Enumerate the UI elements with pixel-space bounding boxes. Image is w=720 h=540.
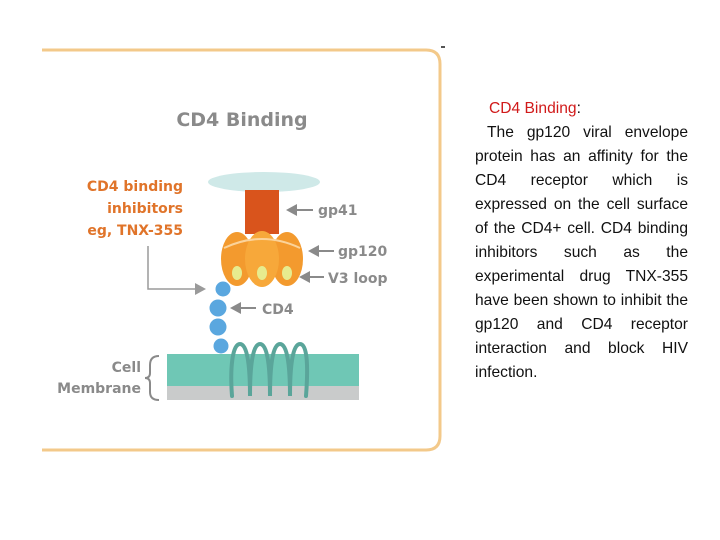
gp120-arrowhead bbox=[308, 245, 319, 257]
cd4-bead-3 bbox=[209, 318, 227, 336]
frame-corner-mark bbox=[441, 46, 445, 48]
cd4-arrowhead bbox=[230, 302, 241, 314]
heading-title: CD4 Binding bbox=[489, 100, 577, 117]
viral-envelope-disc bbox=[208, 172, 320, 192]
inhibitor-arrowhead bbox=[195, 283, 206, 295]
cd4-label: CD4 bbox=[262, 302, 294, 318]
gp41-label: gp41 bbox=[318, 203, 358, 219]
gp120-label: gp120 bbox=[338, 244, 388, 260]
gp120-lobe-2 bbox=[245, 231, 279, 287]
inhibitor-label-line-3: eg, TNX-355 bbox=[87, 223, 183, 239]
v3-loop-3 bbox=[282, 266, 292, 280]
v3-loop-label: V3 loop bbox=[328, 271, 388, 287]
description-panel: CD4 Binding: The gp120 viral envelope pr… bbox=[475, 97, 688, 385]
membrane-label: Membrane bbox=[57, 381, 141, 397]
cell-membrane-top bbox=[167, 354, 359, 386]
diagram-frame bbox=[42, 48, 442, 452]
v3-loop-2 bbox=[257, 266, 267, 280]
inhibitor-label-line-1: CD4 binding bbox=[87, 179, 183, 195]
heading-colon: : bbox=[576, 100, 581, 117]
gp41-protein bbox=[245, 190, 279, 234]
receptor-coil bbox=[229, 341, 310, 398]
cd4-bead-4 bbox=[213, 338, 229, 354]
cd4-bead-1 bbox=[215, 281, 231, 297]
cell-label: Cell bbox=[112, 360, 141, 376]
gp41-arrowhead bbox=[286, 204, 297, 216]
cell-membrane-bottom bbox=[167, 386, 359, 400]
v3-loop-1 bbox=[232, 266, 242, 280]
description-body: The gp120 viral envelope protein has an … bbox=[475, 124, 688, 381]
description-heading: CD4 Binding: bbox=[475, 97, 688, 121]
membrane-brace bbox=[144, 355, 160, 401]
inhibitor-label-line-2: inhibitors bbox=[107, 201, 183, 217]
v3-loop-arrowhead bbox=[299, 271, 310, 283]
gp120-lobe-highlight bbox=[223, 238, 301, 249]
inhibitor-connector-line bbox=[147, 246, 196, 290]
diagram-title: CD4 Binding bbox=[176, 109, 307, 131]
cd4-bead-2 bbox=[209, 299, 227, 317]
